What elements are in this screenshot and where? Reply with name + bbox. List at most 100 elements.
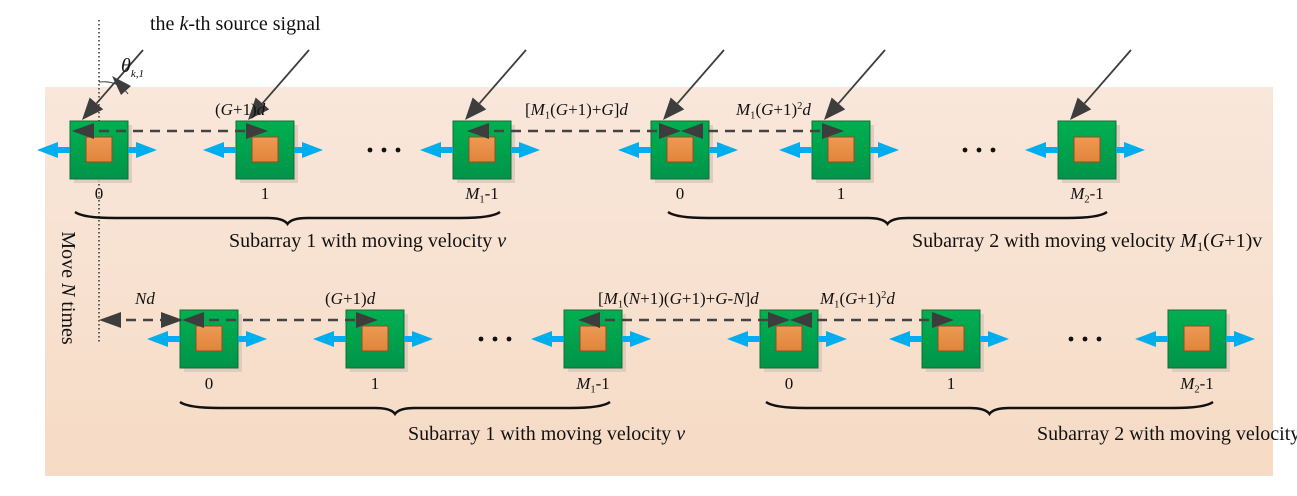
subarray-brace-1-2 [667, 210, 1108, 227]
array-element-2-2-2 [1135, 309, 1255, 372]
right-motion-arrow-icon [818, 331, 847, 347]
element-index-label: 0 [95, 184, 104, 203]
ellipsis-dot [1096, 336, 1102, 342]
ellipsis-dot [492, 336, 498, 342]
ellipsis-dot [1082, 336, 1088, 342]
ellipsis-dot [381, 147, 387, 153]
element-index-label: M2-1 [1069, 184, 1104, 205]
spacing-left-arrowhead-icon [99, 312, 121, 328]
right-motion-arrow-icon [511, 142, 540, 158]
right-motion-arrow-icon [980, 331, 1009, 347]
array-element-1-2-1 [779, 120, 899, 183]
signal-arrow-2-2-head-icon [1070, 97, 1092, 120]
right-motion-arrow-icon [1116, 142, 1145, 158]
ellipsis-dot [367, 147, 373, 153]
element-index-label: 1 [947, 374, 956, 393]
signal-arrow-1-0-head-icon [82, 97, 104, 120]
element-index-label: M1-1 [464, 184, 499, 205]
array-element-2-1-1 [313, 309, 433, 372]
ellipsis-dot [990, 147, 996, 153]
signal-arrow-2-2-shaft [1083, 49, 1132, 105]
left-motion-arrow-icon [1135, 331, 1168, 347]
left-motion-arrow-icon [147, 331, 180, 347]
spacing-right-arrowhead-icon [768, 312, 790, 328]
spacing-label: (G+1)d [215, 100, 266, 119]
right-motion-arrow-icon [622, 331, 651, 347]
move-n-times-label: Move N times [57, 231, 79, 345]
subarray-caption-1-2: Subarray 2 with moving velocity M1(G+1)v [912, 230, 1262, 254]
element-core [361, 325, 389, 352]
element-core [775, 325, 803, 352]
left-motion-arrow-icon [618, 142, 651, 158]
left-motion-arrow-icon [37, 142, 70, 158]
ellipsis-dot [506, 336, 512, 342]
right-motion-arrow-icon [238, 331, 267, 347]
spacing-right-arrowhead-icon [246, 123, 268, 139]
element-core [1183, 325, 1211, 352]
subarray-brace-1-1 [74, 210, 501, 227]
right-motion-arrow-icon [128, 142, 157, 158]
element-index-label: 0 [785, 374, 794, 393]
right-motion-arrow-icon [404, 331, 433, 347]
ellipsis-dot [962, 147, 968, 153]
spacing-right-arrowhead-icon [659, 123, 681, 139]
element-core [937, 325, 965, 352]
element-index-label: 0 [205, 374, 214, 393]
spacing-label: (G+1)d [325, 289, 376, 308]
subarray-caption-2-2: Subarray 2 with moving velocity M1(G+1)v [1037, 423, 1297, 447]
signal-arrow-1-2-head-icon [465, 97, 487, 120]
signal-arrow-2-0-shaft [676, 49, 725, 105]
element-core [468, 136, 496, 163]
spacing-right-arrowhead-icon [161, 312, 183, 328]
subarray-caption-1-1: Subarray 1 with moving velocity v [229, 230, 506, 252]
spacing-label: Nd [134, 289, 155, 308]
spacing-label: [M1(G+1)+G]d [525, 100, 628, 121]
element-index-label: 1 [837, 184, 846, 203]
left-motion-arrow-icon [779, 142, 812, 158]
signal-arrow-1-1-shaft [261, 49, 310, 105]
element-core [666, 136, 694, 163]
ellipsis-dot [478, 336, 484, 342]
spacing-left-arrowhead-icon [790, 312, 812, 328]
array-element-1-1-1 [203, 120, 323, 183]
angle-arc [98, 81, 129, 95]
spacing-right-arrowhead-icon [932, 312, 954, 328]
source-signal-label: the k-th source signal [150, 13, 321, 35]
signal-arrow-1-0-shaft [95, 49, 144, 105]
subarray-brace-2-1 [179, 400, 611, 417]
angle-theta-label: θk,1 [121, 55, 144, 80]
spacing-label: M1(G+1)2d [819, 289, 895, 310]
left-motion-arrow-icon [1025, 142, 1058, 158]
subarray-caption-2-1: Subarray 1 with moving velocity v [408, 423, 685, 445]
signal-arrow-2-1-head-icon [824, 97, 846, 120]
signal-arrow-2-0-head-icon [663, 97, 685, 120]
element-index-label: 0 [676, 184, 685, 203]
element-index-label: M1-1 [575, 374, 610, 395]
signal-arrow-2-1-shaft [837, 49, 886, 105]
ellipsis-dot [1068, 336, 1074, 342]
element-core [251, 136, 279, 163]
element-index-label: M2-1 [1179, 374, 1214, 395]
element-core [85, 136, 113, 163]
element-core [827, 136, 855, 163]
left-motion-arrow-icon [531, 331, 564, 347]
right-motion-arrow-icon [870, 142, 899, 158]
spacing-label: M1(G+1)2d [735, 100, 811, 121]
left-motion-arrow-icon [203, 142, 236, 158]
spacing-left-arrowhead-icon [681, 123, 703, 139]
array-element-1-2-2 [1025, 120, 1145, 183]
element-core [579, 325, 607, 352]
subarray-brace-2-2 [765, 400, 1214, 417]
element-core [1073, 136, 1101, 163]
left-motion-arrow-icon [727, 331, 760, 347]
spacing-label: [M1(N+1)(G+1)+G-N]d [598, 289, 759, 310]
element-index-label: 1 [371, 374, 380, 393]
spacing-left-arrowhead-icon [467, 123, 489, 139]
right-motion-arrow-icon [709, 142, 738, 158]
right-motion-arrow-icon [294, 142, 323, 158]
right-motion-arrow-icon [1226, 331, 1255, 347]
spacing-right-arrowhead-icon [822, 123, 844, 139]
left-motion-arrow-icon [889, 331, 922, 347]
signal-arrow-1-1-head-icon [248, 97, 270, 120]
element-core [195, 325, 223, 352]
